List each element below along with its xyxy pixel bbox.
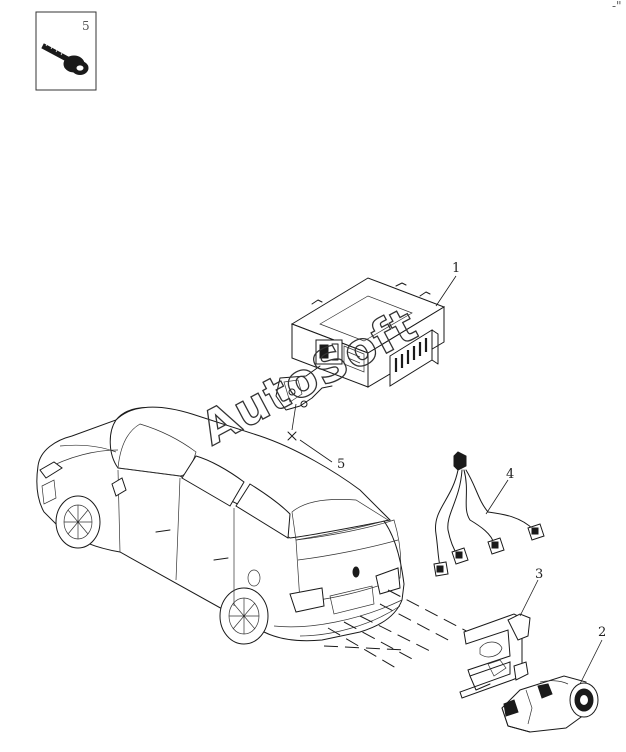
- callout-4: 4: [506, 467, 514, 482]
- bolt-icon: [41, 41, 89, 75]
- mounting-bracket: [275, 365, 333, 411]
- wiring-harness: [433, 451, 545, 577]
- inset-label: 5: [82, 19, 90, 33]
- harness-main-connector: [453, 451, 467, 471]
- sensor-projection-lines: [323, 589, 473, 669]
- sensor-bracket: [459, 613, 531, 699]
- callout-1: 1: [452, 261, 460, 276]
- sedan-car: [36, 406, 405, 645]
- callout-3: 3: [535, 567, 543, 582]
- corner-mark: -": [612, 0, 622, 13]
- bolt-position-mark: [287, 431, 297, 441]
- parking-sensor: [501, 675, 599, 733]
- callout-5: 5: [337, 457, 345, 472]
- bolt-inset: 5: [35, 11, 97, 91]
- control-module: [275, 277, 446, 411]
- inset-frame: [35, 11, 97, 91]
- callout-2: 2: [598, 625, 606, 640]
